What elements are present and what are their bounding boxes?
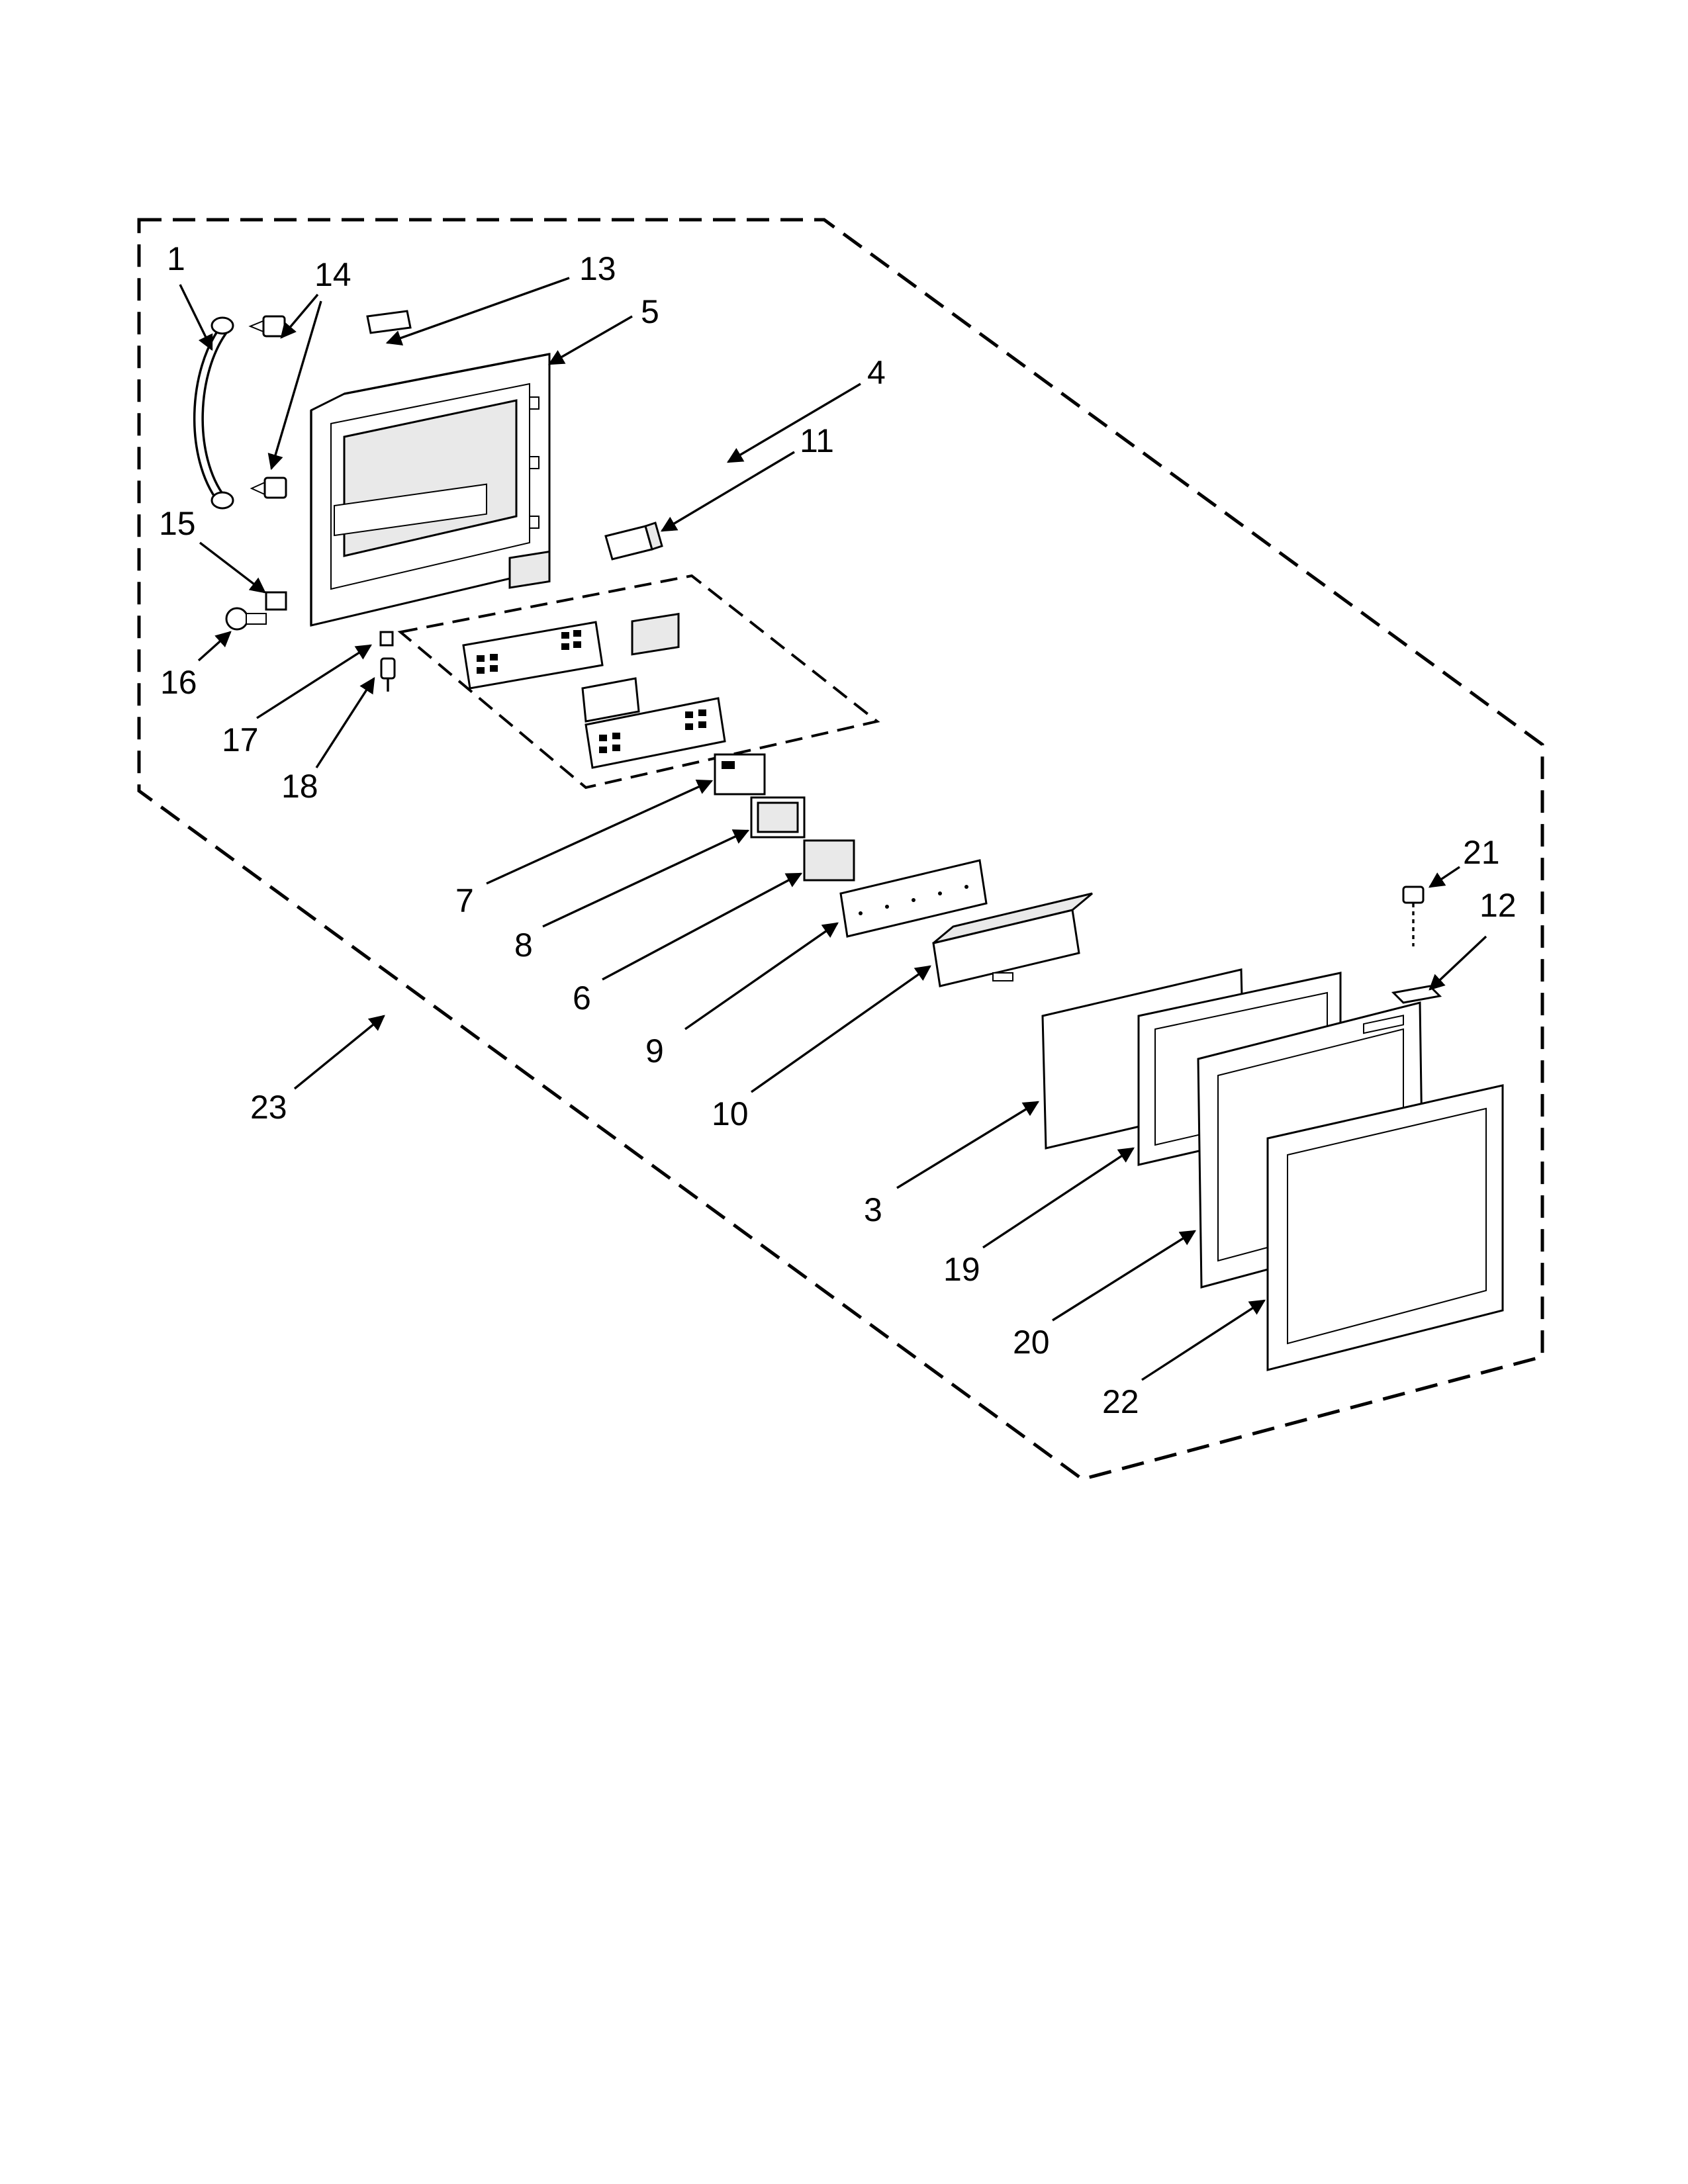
label-part-6: 6 (573, 979, 591, 1017)
label-part-19: 19 (943, 1251, 980, 1288)
leader-14a (280, 293, 319, 339)
hinge-screw-part (1402, 886, 1425, 946)
label-part-5: 5 (641, 293, 659, 330)
door-handle-part (193, 316, 234, 510)
leader-10 (751, 965, 931, 1093)
leader-15 (199, 541, 266, 594)
flex-cable-part (581, 677, 640, 723)
leader-19 (982, 1147, 1135, 1249)
label-part-16: 16 (160, 664, 197, 701)
display-board-part (714, 753, 766, 796)
keypad-membrane-lower (585, 612, 726, 769)
label-part-9: 9 (645, 1032, 664, 1069)
label-part-13: 13 (579, 250, 616, 287)
leader-17 (256, 644, 373, 719)
display-window-part (803, 839, 855, 882)
label-part-11: 11 (800, 422, 834, 459)
label-part-15: 15 (159, 505, 196, 542)
leader-18 (315, 676, 375, 768)
label-part-4: 4 (867, 354, 886, 391)
control-panel-boundary (397, 574, 880, 790)
leader-23 (293, 1015, 385, 1090)
assembly-boundary (137, 218, 1544, 1481)
leader-22 (1141, 1299, 1266, 1381)
handle-screws-part (248, 315, 287, 499)
screw-part (380, 657, 396, 692)
leader-14b (267, 300, 322, 471)
leader-9 (684, 922, 839, 1030)
label-part-7: 7 (455, 882, 474, 919)
keypad-membrane-upper (462, 550, 604, 690)
leader-6 (602, 872, 803, 981)
leader-21 (1429, 866, 1460, 888)
label-part-10: 10 (712, 1095, 749, 1132)
label-part-12: 12 (1479, 887, 1517, 924)
outer-door-frame-part (1266, 1015, 1504, 1371)
label-part-3: 3 (864, 1191, 882, 1228)
control-housing-part (932, 892, 1093, 987)
leader-5 (547, 315, 633, 365)
badge-part (366, 310, 412, 334)
leader-4 (726, 383, 861, 463)
part-labels: 1 14 13 5 11 4 15 16 17 18 7 8 6 9 10 3 … (159, 240, 1517, 1420)
leader-20 (1052, 1230, 1197, 1322)
leader-13 (385, 277, 570, 346)
latch-screw-part (225, 607, 267, 631)
display-lens-part (750, 796, 806, 839)
latch-part (265, 591, 287, 611)
spring-part (379, 631, 394, 647)
leader-12 (1429, 935, 1487, 991)
label-part-17: 17 (222, 721, 259, 758)
leader-7 (486, 780, 714, 885)
label-part-23: 23 (250, 1089, 287, 1126)
leader-1 (179, 284, 213, 351)
label-part-20: 20 (1013, 1324, 1050, 1361)
label-part-14: 14 (314, 256, 352, 293)
leader-8 (542, 829, 750, 928)
door-frame-part (310, 353, 551, 627)
label-part-22: 22 (1102, 1383, 1139, 1420)
label-part-8: 8 (514, 927, 533, 964)
hinge-plate-part (1391, 985, 1442, 1004)
leader-16 (197, 631, 232, 662)
leader-11 (660, 451, 795, 532)
vent-bracket-part (604, 522, 663, 561)
leader-3 (896, 1101, 1040, 1189)
leader-lines (179, 277, 1487, 1381)
label-part-18: 18 (281, 768, 318, 805)
control-board-part (839, 859, 988, 938)
label-part-21: 21 (1463, 834, 1500, 871)
label-part-1: 1 (167, 240, 185, 277)
